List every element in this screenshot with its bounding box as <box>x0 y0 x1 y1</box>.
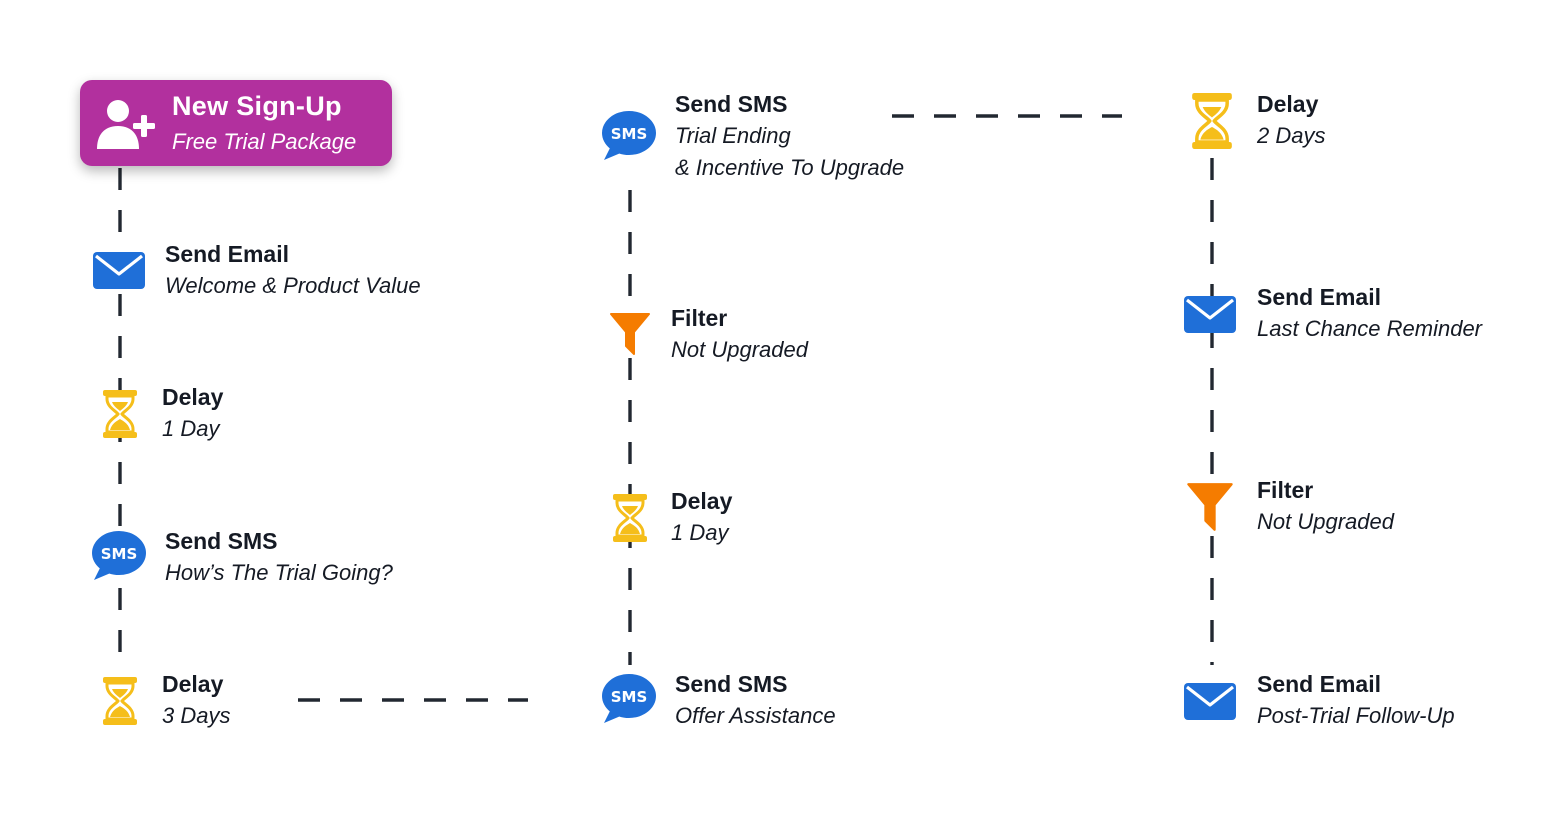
trigger-subtitle: Free Trial Package <box>172 129 357 154</box>
step-send-sms-trial-ending[interactable]: Send SMS Trial Ending & Incentive To Upg… <box>675 88 904 184</box>
step-title: Send Email <box>1257 671 1381 697</box>
svg-text:SMS: SMS <box>611 125 648 143</box>
step-subtitle: Last Chance Reminder <box>1257 316 1483 341</box>
funnel-icon <box>610 313 650 355</box>
step-subtitle: Not Upgraded <box>1257 509 1394 534</box>
step-send-sms-trial-going[interactable]: Send SMS How’s The Trial Going? <box>165 525 393 589</box>
envelope-icon <box>93 252 145 289</box>
envelope-icon <box>1184 296 1236 333</box>
step-subtitle: How’s The Trial Going? <box>165 560 393 585</box>
step-subtitle: Not Upgraded <box>671 337 808 362</box>
hourglass-icon <box>103 677 137 725</box>
step-subtitle: 2 Days <box>1257 123 1326 148</box>
step-send-sms-offer-assistance[interactable]: Send SMS Offer Assistance <box>675 668 836 732</box>
step-title: Send Email <box>1257 284 1381 310</box>
step-send-email-last-chance[interactable]: Send Email Last Chance Reminder <box>1257 281 1482 345</box>
step-title: Send SMS <box>165 528 278 554</box>
step-title: Send SMS <box>675 671 788 697</box>
trigger-title: New Sign-Up <box>172 91 342 121</box>
hourglass-icon <box>613 494 647 542</box>
step-delay-1-day-b[interactable]: Delay 1 Day <box>671 485 732 549</box>
funnel-icon <box>1187 483 1233 531</box>
hourglass-icon <box>1192 93 1232 149</box>
hourglass-icon <box>103 390 137 438</box>
step-subtitle-line-2: & Incentive To Upgrade <box>675 155 905 180</box>
step-delay-1-day[interactable]: Delay 1 Day <box>162 381 223 445</box>
step-title: Filter <box>671 305 728 331</box>
sms-bubble-icon: SMS <box>92 531 146 580</box>
step-title: Filter <box>1257 477 1314 503</box>
step-subtitle: Post-Trial Follow-Up <box>1257 703 1455 728</box>
step-subtitle: 3 Days <box>162 703 231 728</box>
svg-text:SMS: SMS <box>611 688 648 706</box>
envelope-icon <box>1184 683 1236 720</box>
step-delay-3-days[interactable]: Delay 3 Days <box>162 668 230 732</box>
step-subtitle-line-1: Trial Ending <box>675 123 791 148</box>
step-title: Delay <box>1257 91 1319 117</box>
step-subtitle: Offer Assistance <box>675 703 836 728</box>
sms-bubble-icon: SMS <box>602 111 656 160</box>
step-title: Send Email <box>165 241 289 267</box>
step-title: Delay <box>162 384 224 410</box>
step-send-email-welcome[interactable]: Send Email Welcome & Product Value <box>165 238 421 302</box>
step-title: Delay <box>671 488 733 514</box>
step-delay-2-days[interactable]: Delay 2 Days <box>1257 88 1325 152</box>
trigger-node-new-signup[interactable]: New Sign-Up Free Trial Package <box>80 80 392 166</box>
step-filter-not-upgraded[interactable]: Filter Not Upgraded <box>671 302 808 366</box>
step-subtitle: 1 Day <box>162 416 220 441</box>
step-subtitle: Welcome & Product Value <box>165 273 421 298</box>
step-title: Send SMS <box>675 91 788 117</box>
step-subtitle: 1 Day <box>671 520 729 545</box>
step-filter-not-upgraded-b[interactable]: Filter Not Upgraded <box>1257 474 1394 538</box>
sms-bubble-icon: SMS <box>602 674 656 723</box>
add-user-icon <box>97 100 155 149</box>
svg-text:SMS: SMS <box>101 545 138 563</box>
step-title: Delay <box>162 671 224 697</box>
step-send-email-post-trial[interactable]: Send Email Post-Trial Follow-Up <box>1257 668 1455 732</box>
